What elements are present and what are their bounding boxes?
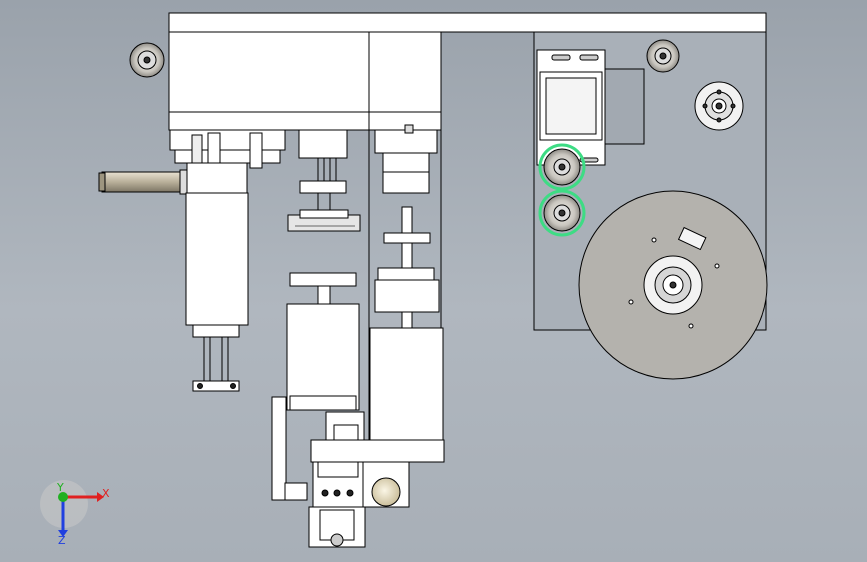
mid-cylinder — [286, 272, 360, 411]
left-cylinder — [185, 162, 249, 392]
guide-roller-upper — [538, 143, 586, 191]
side-rod — [98, 169, 189, 195]
top-right-roller — [646, 39, 680, 73]
y-axis-dot — [58, 492, 68, 502]
left-drive-housing — [168, 31, 442, 440]
right-column-assembly — [369, 124, 444, 441]
x-axis-label: X — [102, 487, 110, 500]
coupling-block — [169, 129, 286, 169]
reel-disk — [578, 190, 768, 380]
left-idler-roller — [129, 42, 165, 78]
mid-guide-assembly — [287, 129, 361, 232]
axis-triad: X Y Z — [40, 480, 110, 547]
y-axis-label: Y — [56, 481, 64, 494]
top-frame-bar — [168, 12, 767, 33]
z-axis-label: Z — [58, 534, 66, 547]
lower-slider-block — [271, 396, 445, 548]
flange-bearing — [694, 81, 744, 131]
guide-roller-lower — [538, 189, 586, 237]
